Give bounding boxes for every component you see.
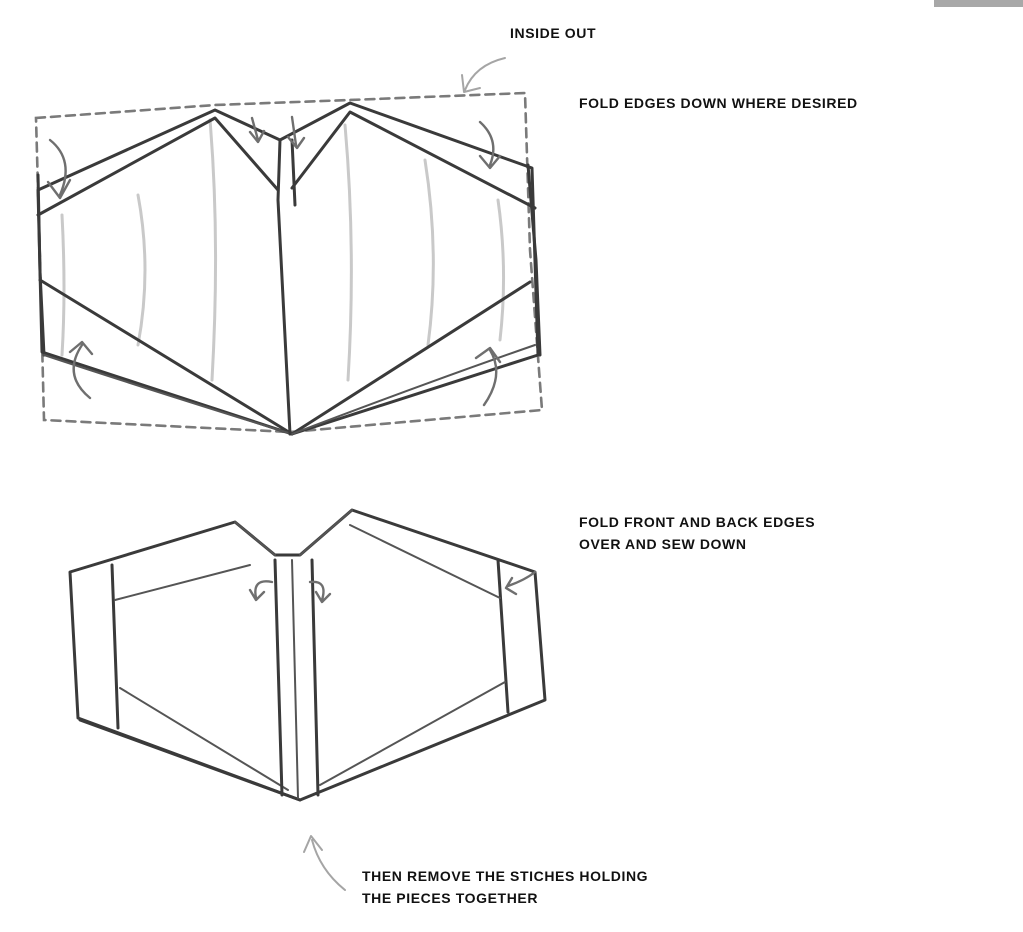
remove-stitches-pointer-arrow [303,835,346,891]
sew-arrow-right [504,570,537,596]
fold-down-arrow-center-right [286,115,306,150]
remove-stitches-line-1: THEN REMOVE THE STICHES HOLDING [362,868,649,884]
bottom-fold-line-right-inner [291,344,536,435]
guide-line [60,213,66,357]
sew-arrow-center-left [248,580,274,602]
right-folded-band [496,558,510,714]
fold-down-arrow-left [46,138,72,200]
guide-line [496,198,506,342]
left-band-top [114,564,251,601]
center-strip-inner [291,559,299,799]
scan-edge-mark [934,0,1023,7]
left-folded-band [110,563,120,730]
center-top-fold [234,509,353,556]
top-fold-line-right [290,110,537,210]
right-band-top [349,524,501,599]
mask-outline [36,101,540,436]
inside-out-label: INSIDE OUT [510,25,597,41]
right-band-bottom [319,681,506,786]
center-strip-left [273,558,284,797]
left-lower-edge [78,718,302,802]
guide-line [423,158,435,347]
fold-up-arrow-right [474,346,502,407]
center-seam-right [290,138,297,207]
left-edge [36,173,46,357]
inside-out-pointer-arrow [461,57,506,93]
fold-down-arrow-center-left [248,116,266,144]
fold-up-arrow-left [68,340,94,400]
fold-down-arrow-right [478,120,502,170]
left-band-bottom [119,687,289,791]
fold-front-back-label: FOLD FRONT AND BACK EDGES OVER AND SEW D… [579,511,815,555]
fold-edges-label: FOLD EDGES DOWN WHERE DESIRED [579,95,858,111]
bottom-fold-line-right [290,280,532,436]
remove-stitches-label: THEN REMOVE THE STICHES HOLDING THE PIEC… [362,865,648,909]
guide-line [343,123,353,382]
sew-arrow-center-right [308,580,332,604]
bottom-fold-line-left [38,278,294,436]
bottom-fold-line-left-inner [43,354,293,435]
fold-front-back-line-2: OVER AND SEW DOWN [579,536,747,552]
guide-line [208,118,218,382]
center-strip-right [310,558,320,797]
sewn-mask-drawing [68,508,547,891]
sewn-mask-outline [68,508,547,802]
unfolded-mask-drawing [34,57,544,436]
right-edge [526,163,542,357]
center-seam [276,138,292,436]
fold-front-back-line-1: FOLD FRONT AND BACK EDGES [579,514,816,530]
remove-stitches-line-2: THE PIECES TOGETHER [362,890,539,906]
top-fold-line-left [36,116,280,217]
guide-line [136,193,147,347]
